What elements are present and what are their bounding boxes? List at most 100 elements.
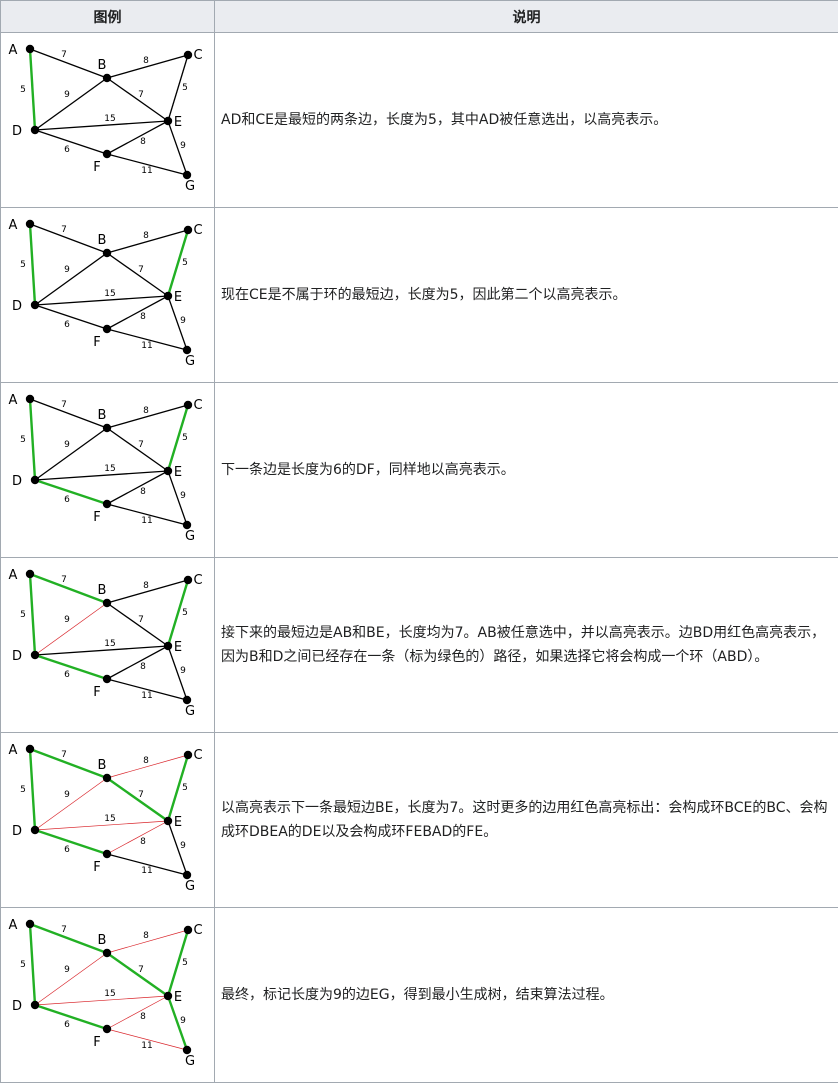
edge-bd xyxy=(35,428,107,480)
vertex-label-a: A xyxy=(9,218,18,233)
vertex-c xyxy=(184,576,192,584)
vertex-label-b: B xyxy=(98,758,107,773)
vertex-d xyxy=(31,301,39,309)
vertex-f xyxy=(103,850,111,858)
vertex-c xyxy=(184,751,192,759)
vertex-d xyxy=(31,826,39,834)
vertex-label-c: C xyxy=(193,748,202,763)
vertex-a xyxy=(26,220,34,228)
vertex-c xyxy=(184,401,192,409)
table-header-row: 图例 说明 xyxy=(1,1,838,33)
edge-weight-be: 7 xyxy=(138,790,144,800)
edge-ef xyxy=(107,121,168,154)
edge-weight-bc: 8 xyxy=(143,581,149,591)
edge-weight-df: 6 xyxy=(64,145,70,155)
vertex-label-g: G xyxy=(185,1054,195,1069)
step-description: 最终，标记长度为9的边EG，得到最小生成树，结束算法过程。 xyxy=(215,908,838,1083)
vertex-f xyxy=(103,150,111,158)
edge-weight-de: 15 xyxy=(104,289,115,299)
edge-weight-df: 6 xyxy=(64,495,70,505)
step-description: AD和CE是最短的两条边，长度为5，其中AD被任意选出，以高亮表示。 xyxy=(215,33,838,208)
vertex-e xyxy=(164,642,172,650)
vertex-label-c: C xyxy=(193,573,202,588)
vertex-e xyxy=(164,467,172,475)
vertex-label-g: G xyxy=(185,179,195,194)
vertex-label-d: D xyxy=(12,649,22,664)
vertex-label-d: D xyxy=(12,124,22,139)
edge-weight-bc: 8 xyxy=(143,56,149,66)
vertex-d xyxy=(31,651,39,659)
edge-weight-ad: 5 xyxy=(20,785,26,795)
edge-weight-df: 6 xyxy=(64,1020,70,1030)
edge-ef xyxy=(107,996,168,1029)
vertex-e xyxy=(164,817,172,825)
edge-weight-de: 15 xyxy=(104,114,115,124)
edge-weight-ad: 5 xyxy=(20,260,26,270)
vertex-b xyxy=(103,599,111,607)
edge-ab xyxy=(30,924,107,953)
vertex-label-d: D xyxy=(12,999,22,1014)
edge-df xyxy=(35,655,107,679)
edge-weight-eg: 9 xyxy=(180,841,186,851)
edge-weight-fg: 11 xyxy=(141,691,152,701)
edge-weight-be: 7 xyxy=(138,265,144,275)
edge-weight-bd: 9 xyxy=(64,615,70,625)
vertex-label-g: G xyxy=(185,354,195,369)
vertex-label-f: F xyxy=(93,510,100,525)
vertex-b xyxy=(103,74,111,82)
edge-de xyxy=(35,121,168,130)
vertex-d xyxy=(31,476,39,484)
vertex-g xyxy=(183,696,191,704)
edge-weight-ef: 8 xyxy=(140,137,146,147)
edge-df xyxy=(35,1005,107,1029)
vertex-label-b: B xyxy=(98,233,107,248)
vertex-label-f: F xyxy=(93,860,100,875)
edge-df xyxy=(35,830,107,854)
edge-ad xyxy=(30,749,35,830)
edge-bd xyxy=(35,253,107,305)
vertex-f xyxy=(103,1025,111,1033)
vertex-label-f: F xyxy=(93,160,100,175)
vertex-label-g: G xyxy=(185,529,195,544)
edge-weight-ef: 8 xyxy=(140,312,146,322)
edge-weight-ce: 5 xyxy=(182,258,188,268)
vertex-b xyxy=(103,774,111,782)
vertex-label-c: C xyxy=(193,48,202,63)
vertex-label-c: C xyxy=(193,223,202,238)
edge-weight-de: 15 xyxy=(104,639,115,649)
vertex-label-f: F xyxy=(93,335,100,350)
vertex-label-b: B xyxy=(98,583,107,598)
vertex-label-g: G xyxy=(185,879,195,894)
vertex-a xyxy=(26,920,34,928)
edge-weight-fg: 11 xyxy=(141,341,152,351)
vertex-label-b: B xyxy=(98,933,107,948)
vertex-label-c: C xyxy=(193,398,202,413)
edge-weight-ab: 7 xyxy=(61,750,67,760)
edge-ab xyxy=(30,574,107,603)
vertex-label-b: B xyxy=(98,58,107,73)
edge-bd xyxy=(35,78,107,130)
edge-df xyxy=(35,130,107,154)
edge-weight-ad: 5 xyxy=(20,960,26,970)
edge-ad xyxy=(30,224,35,305)
vertex-label-g: G xyxy=(185,704,195,719)
edge-bd xyxy=(35,953,107,1005)
edge-weight-bd: 9 xyxy=(64,790,70,800)
edge-weight-ef: 8 xyxy=(140,1012,146,1022)
vertex-label-a: A xyxy=(9,568,18,583)
vertex-b xyxy=(103,424,111,432)
edge-weight-ad: 5 xyxy=(20,610,26,620)
edge-weight-bd: 9 xyxy=(64,965,70,975)
vertex-e xyxy=(164,992,172,1000)
vertex-g xyxy=(183,521,191,529)
vertex-e xyxy=(164,117,172,125)
edge-ad xyxy=(30,399,35,480)
edge-weight-de: 15 xyxy=(104,989,115,999)
